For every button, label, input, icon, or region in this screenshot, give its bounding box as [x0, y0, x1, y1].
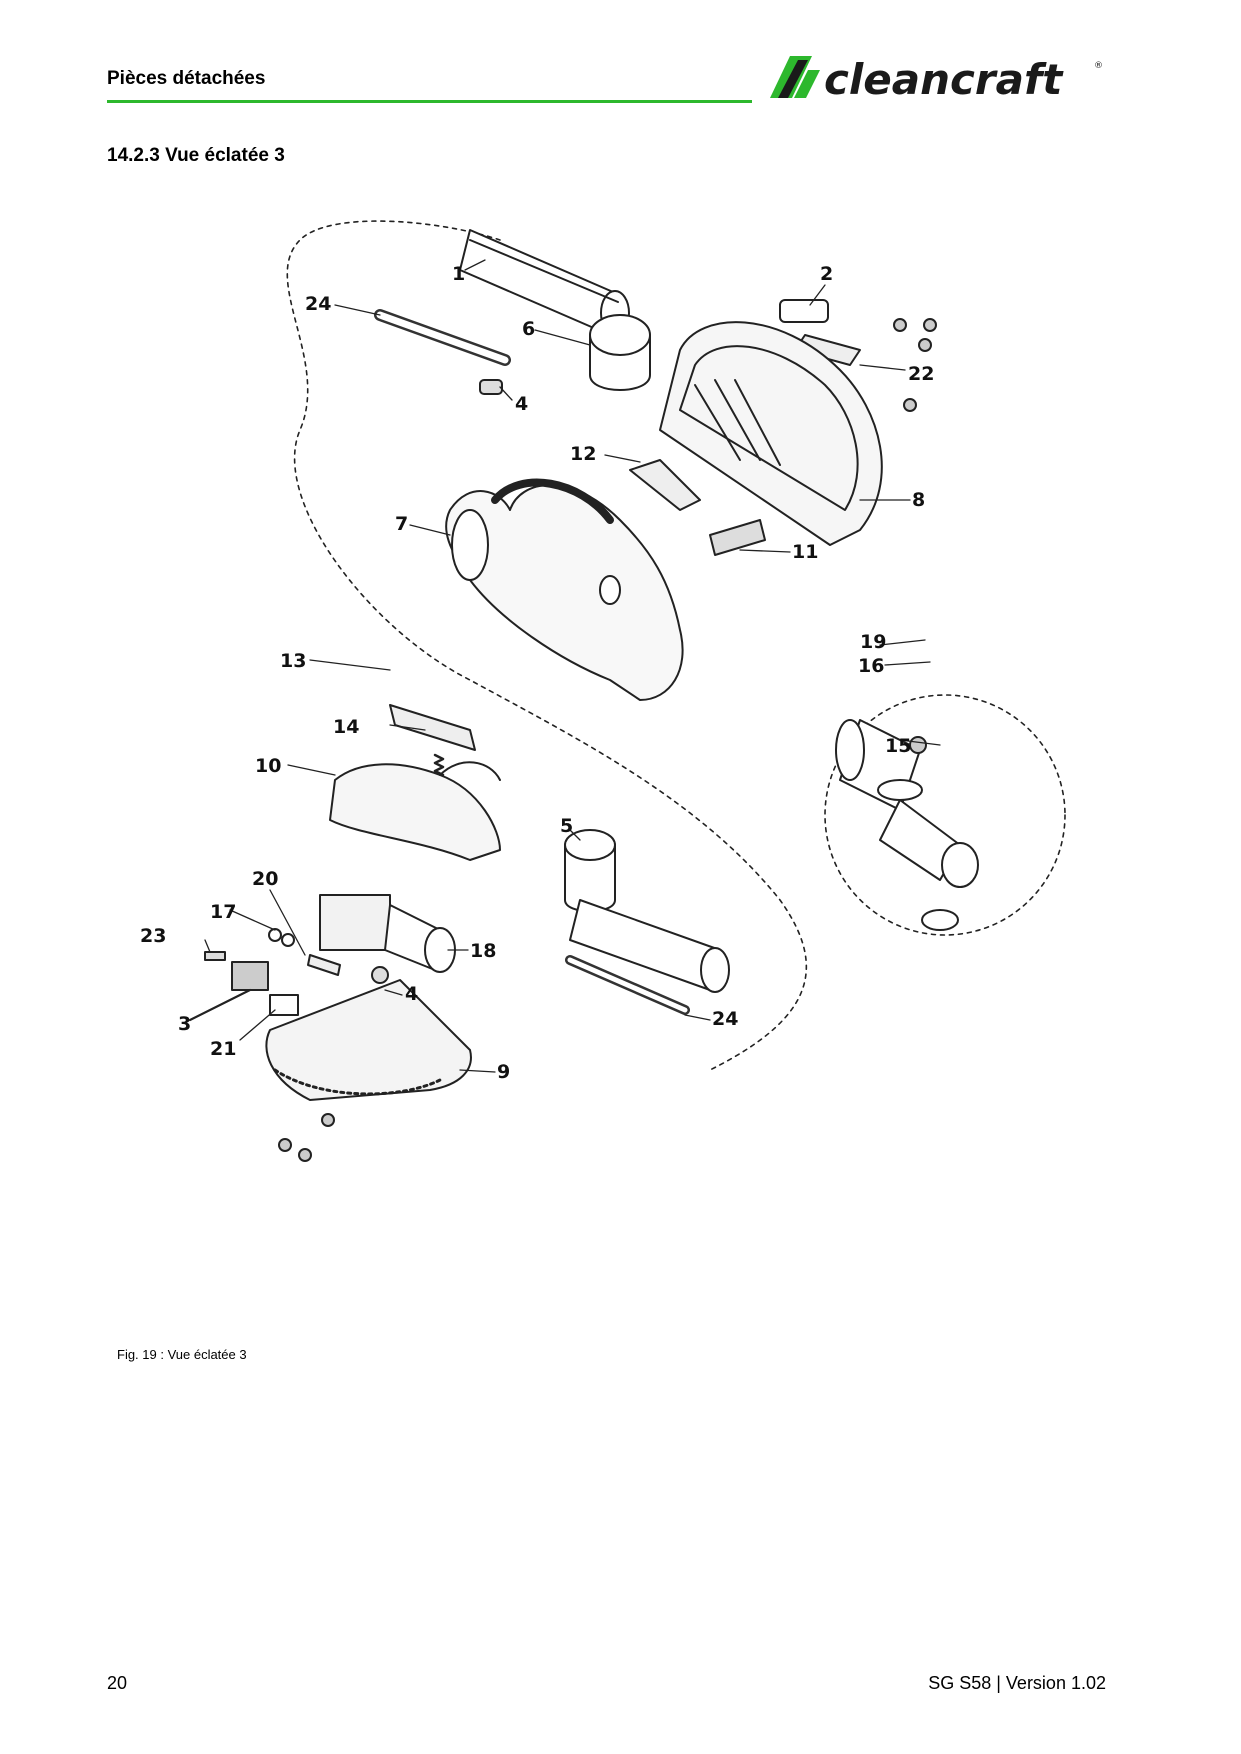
part-gasket	[779, 299, 829, 323]
label-part-16: 16	[858, 655, 884, 677]
label-part-4b: 4	[405, 983, 418, 1005]
part-lower-cover	[329, 761, 501, 861]
part-screws-bottom	[278, 1113, 335, 1162]
part-base	[265, 979, 472, 1101]
label-part-20: 20	[252, 868, 278, 890]
header-rule	[107, 100, 752, 103]
part-latch	[629, 459, 701, 511]
label-part-22: 22	[908, 363, 934, 385]
header-title: Pièces détachées	[107, 68, 266, 89]
label-part-1: 1	[452, 263, 465, 285]
part-spring	[433, 753, 445, 777]
part-labels: 1 2 3 4 4 5 6 7 8 9 10 11 12 13 14 15 16…	[140, 263, 934, 1083]
page-number: 20	[107, 1673, 128, 1693]
label-part-15: 15	[885, 735, 911, 757]
part-screws-22	[794, 318, 937, 412]
label-part-21: 21	[210, 1038, 236, 1060]
part-housing-upper	[659, 321, 883, 546]
part-small-fittings	[204, 928, 389, 1016]
cleancraft-logo: cleancraft ®	[770, 55, 1103, 104]
label-part-12: 12	[570, 443, 596, 465]
label-part-4: 4	[515, 393, 528, 415]
part-clip-top	[479, 379, 503, 395]
logo-wordmark: cleancraft	[824, 55, 1064, 104]
label-part-2: 2	[820, 263, 833, 285]
label-part-18: 18	[470, 940, 496, 962]
part-tube-bottom	[569, 899, 730, 993]
label-part-19: 19	[860, 631, 886, 653]
part-slider	[709, 519, 766, 556]
part-trigger	[389, 704, 476, 751]
detail-circle	[824, 694, 1066, 936]
label-part-24b: 24	[712, 1008, 738, 1030]
exploded-view-diagram: 1 2 3 4 4 5 6 7 8 9 10 11 12 13 14 15 16…	[140, 220, 1066, 1162]
label-part-17: 17	[210, 901, 236, 923]
leader-lines	[188, 259, 941, 1073]
svg-text:®: ®	[1094, 61, 1103, 71]
document-version: SG S58 | Version 1.02	[928, 1673, 1106, 1693]
label-part-7: 7	[395, 513, 408, 535]
part-motor	[319, 894, 456, 973]
section-title: 14.2.3 Vue éclatée 3	[107, 145, 285, 166]
figure-caption: Fig. 19 : Vue éclatée 3	[117, 1347, 247, 1362]
label-part-23: 23	[140, 925, 166, 947]
part-ring-6	[589, 314, 651, 391]
label-part-5: 5	[560, 815, 573, 837]
label-part-24: 24	[305, 293, 331, 315]
label-part-3: 3	[178, 1013, 191, 1035]
part-nozzle-detail	[835, 719, 979, 931]
part-main-body	[445, 478, 684, 701]
part-ring-5	[564, 829, 616, 913]
label-part-11: 11	[792, 541, 818, 563]
label-part-6: 6	[522, 318, 535, 340]
label-part-8: 8	[912, 489, 925, 511]
label-part-13: 13	[280, 650, 306, 672]
label-part-14: 14	[333, 716, 359, 738]
logo-mark-icon	[770, 56, 820, 98]
label-part-10: 10	[255, 755, 281, 777]
label-part-9: 9	[497, 1061, 510, 1083]
